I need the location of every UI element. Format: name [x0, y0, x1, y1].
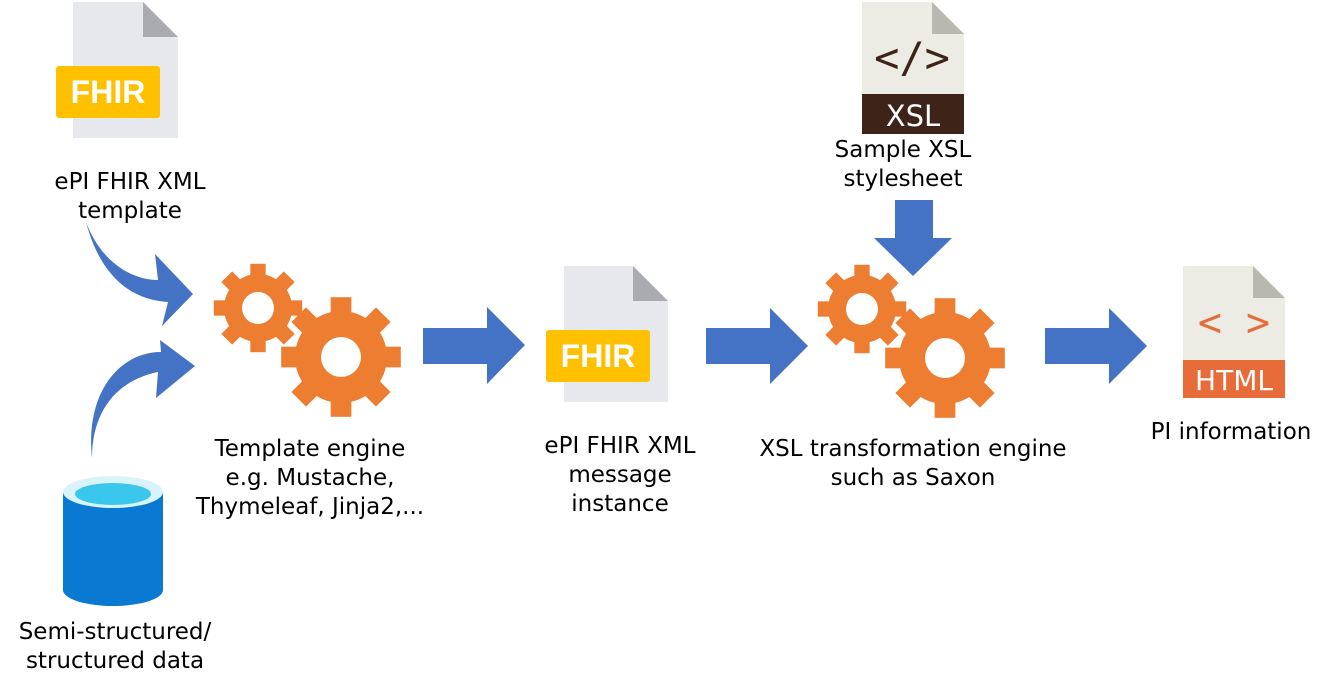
fhir-template-label: ePI FHIR XML template — [54, 169, 206, 224]
xsl-document-icon: </> XSL — [862, 2, 964, 134]
fhir-template-document-icon: FHIR — [56, 2, 178, 138]
message-instance-label: ePI FHIR XML message instance — [544, 433, 696, 517]
fhir-badge-text: FHIR — [71, 74, 146, 110]
fhir-badge-text: FHIR — [561, 338, 636, 374]
xsl-badge-text: XSL — [886, 99, 940, 133]
fhir-badge — [56, 66, 160, 118]
document-fold — [633, 266, 668, 301]
arrow-engine-to-instance — [423, 307, 525, 384]
data-source-label: Semi-structured/ structured data — [18, 619, 212, 674]
xsl-band — [862, 94, 964, 134]
arrow-instance-to-xsl-engine — [706, 308, 808, 384]
xsl-engine-label: XSL transformation engine such as Saxon — [759, 436, 1067, 491]
html-code-symbol: < > — [1198, 300, 1270, 346]
xsl-engine-gears-icon — [817, 264, 1005, 418]
fhir-badge — [546, 330, 650, 382]
html-document-icon: < > HTML — [1183, 266, 1285, 398]
curved-arrow-template-to-engine — [86, 222, 193, 326]
output-label: PI information — [1150, 419, 1312, 445]
fhir-instance-document-icon: FHIR — [546, 266, 668, 402]
xsl-code-symbol: </> — [874, 33, 950, 82]
xsl-stylesheet-label: Sample XSL stylesheet — [834, 137, 972, 192]
html-badge-text: HTML — [1195, 364, 1273, 397]
database-cylinder-icon — [63, 476, 163, 606]
document-fold — [143, 2, 178, 37]
html-band — [1183, 360, 1285, 398]
template-engine-gears-icon — [213, 263, 401, 417]
arrow-xsl-engine-to-html — [1045, 308, 1147, 384]
arrow-stylesheet-down — [874, 200, 952, 276]
template-engine-label: Template engine e.g. Mustache, Thymeleaf… — [195, 436, 425, 520]
curved-arrow-data-to-engine — [91, 340, 195, 458]
